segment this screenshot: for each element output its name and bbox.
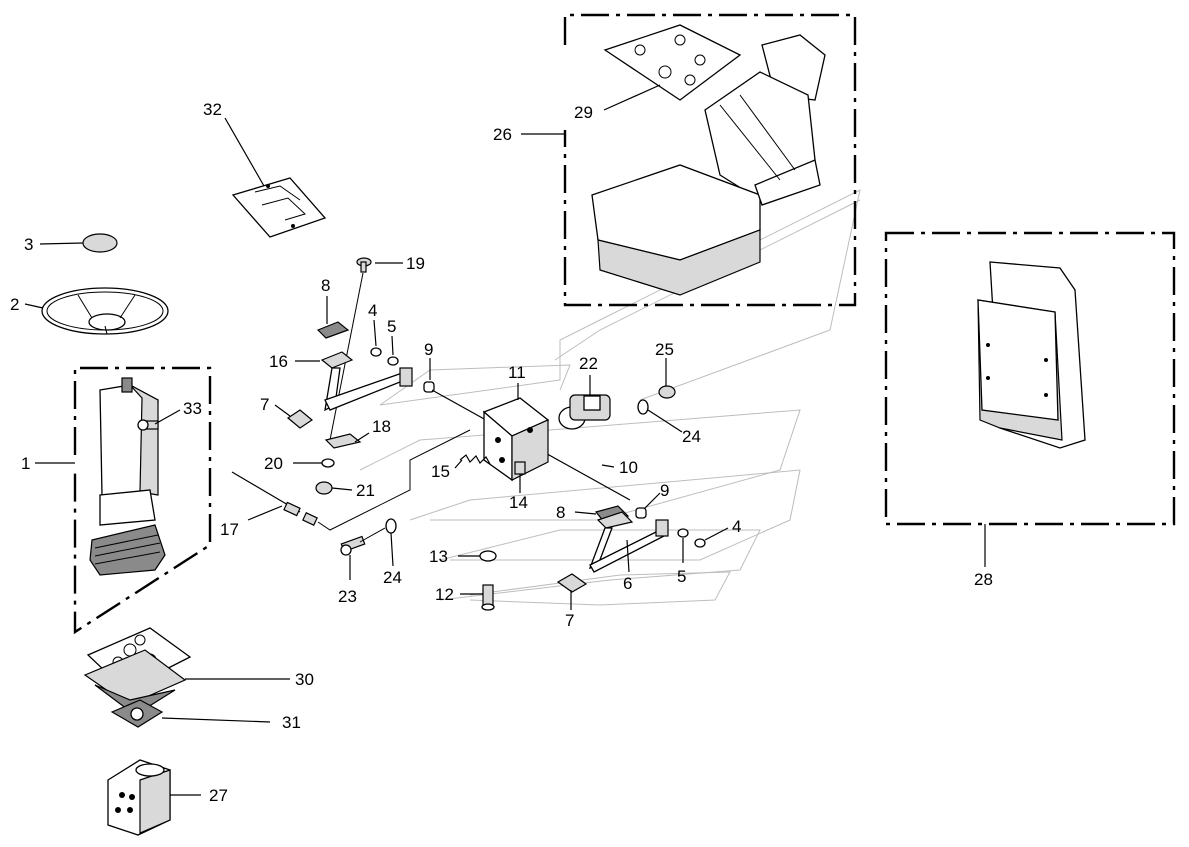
part-26-seat xyxy=(591,34,826,296)
part-25-nut xyxy=(658,385,676,399)
part-2-steering-wheel xyxy=(41,287,169,335)
callout-18: 18 xyxy=(372,417,391,436)
part-17-cable xyxy=(231,429,471,531)
part-31-flange xyxy=(110,699,164,728)
callout-6: 6 xyxy=(623,574,632,593)
part-33-bolt xyxy=(137,419,159,431)
part-7-block-right xyxy=(556,573,588,593)
part-1-steering-column xyxy=(89,377,166,576)
background-outline-lines xyxy=(359,189,861,606)
part-14-bolt xyxy=(514,461,526,475)
callout-12: 12 xyxy=(435,585,454,604)
callout-24-upper: 24 xyxy=(682,427,701,446)
part-5-ring-lower xyxy=(677,528,689,538)
part-9-bushing-upper xyxy=(423,381,435,393)
callout-10: 10 xyxy=(619,458,638,477)
callout-26: 26 xyxy=(493,125,512,144)
callout-7-right: 7 xyxy=(565,611,574,630)
part-18-pad xyxy=(324,433,362,449)
callout-16: 16 xyxy=(269,352,288,371)
part-23-bolt xyxy=(340,527,386,556)
callout-33: 33 xyxy=(183,399,202,418)
callout-22: 22 xyxy=(579,354,598,373)
part-21-nut xyxy=(315,481,333,495)
callout-2: 2 xyxy=(10,295,19,314)
callout-8-upper: 8 xyxy=(321,276,330,295)
group-box-1 xyxy=(73,366,212,635)
callout-19: 19 xyxy=(406,254,425,273)
part-12-bolt xyxy=(481,584,495,611)
callout-28: 28 xyxy=(974,570,993,589)
callout-31: 31 xyxy=(282,713,301,732)
callout-13: 13 xyxy=(429,547,448,566)
callout-24-lower: 24 xyxy=(383,568,402,587)
part-5-ring-upper xyxy=(387,356,399,366)
part-28-backrest xyxy=(977,261,1086,449)
part-27-steering-valve xyxy=(107,759,171,836)
part-3-cap xyxy=(82,233,118,253)
part-29-seat-plate xyxy=(603,24,742,101)
callout-27: 27 xyxy=(209,786,228,805)
part-7-block-left xyxy=(286,409,314,429)
callout-1: 1 xyxy=(21,454,30,473)
part-4-ring-lower xyxy=(694,538,706,548)
callout-25: 25 xyxy=(655,340,674,359)
callout-7-left: 7 xyxy=(260,395,269,414)
callout-14: 14 xyxy=(509,493,528,512)
callout-9-lower: 9 xyxy=(660,481,669,500)
callout-30: 30 xyxy=(295,670,314,689)
callout-5-lower: 5 xyxy=(677,567,686,586)
part-15-spring xyxy=(459,454,491,465)
part-9-bushing-lower xyxy=(635,507,647,519)
callout-23: 23 xyxy=(338,587,357,606)
callout-32: 32 xyxy=(203,100,222,119)
part-8-pad-upper xyxy=(316,321,350,339)
callout-11: 11 xyxy=(508,363,526,382)
callout-labels: 1 2 3 4 4 5 5 6 7 7 8 8 9 9 10 11 12 13 … xyxy=(10,100,993,805)
group-box-26 xyxy=(563,13,857,307)
callout-8-lower: 8 xyxy=(556,503,565,522)
callout-29: 29 xyxy=(574,103,593,122)
part-22-valve xyxy=(558,394,611,430)
part-24-washer-upper xyxy=(637,399,649,415)
callout-9-upper: 9 xyxy=(424,340,433,359)
group-box-28 xyxy=(884,231,1176,526)
part-30-plate xyxy=(83,627,192,716)
callout-21: 21 xyxy=(356,481,375,500)
leader-lines xyxy=(24,84,986,796)
callout-3: 3 xyxy=(24,235,33,254)
part-32-plate xyxy=(231,177,327,238)
part-6-pedal-lever xyxy=(588,511,669,573)
callout-4-lower: 4 xyxy=(732,517,741,536)
part-13-washer xyxy=(479,550,497,562)
part-16-pedal-lever xyxy=(320,351,413,412)
callout-15: 15 xyxy=(431,462,450,481)
callout-17: 17 xyxy=(220,520,239,539)
part-19-screw xyxy=(329,257,372,441)
callout-5-upper: 5 xyxy=(387,317,396,336)
callout-20: 20 xyxy=(264,454,283,473)
callout-4-upper: 4 xyxy=(368,301,377,320)
part-20-washer xyxy=(321,458,335,468)
part-24-washer-lower xyxy=(385,518,397,534)
part-4-ring-upper xyxy=(370,347,382,357)
